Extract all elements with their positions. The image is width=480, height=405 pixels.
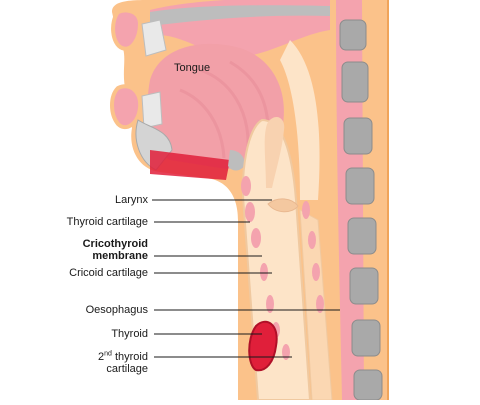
label-cricoid-cartilage: Cricoid cartilage [69,267,148,279]
upper-lip [111,8,143,51]
lower-teeth [141,91,163,129]
hyoid [228,150,245,171]
label-second-sup: nd [104,350,112,358]
label-second-rest: thyroid [114,351,148,363]
vertebrae [339,19,383,401]
label-membrane: membrane [92,250,148,262]
lower-lip [110,84,143,130]
vocal-folds [267,198,299,213]
pointer-lines [152,199,340,358]
label-second-thyroid: 2nd thyroid [20,350,148,363]
pharynx [280,40,320,200]
label-larynx: Larynx [114,194,148,206]
floor-of-mouth [150,150,230,180]
label-thyroid: Thyroid [111,328,148,340]
label-tongue: Tongue [174,62,211,74]
label-thyroid-cartilage: Thyroid cartilage [66,216,148,228]
label-cricothyroid: Cricothyroid [82,238,148,250]
upper-teeth [141,19,167,57]
epiglottis [264,116,285,188]
label-second-num: 2 [97,351,105,363]
label-oesophagus: Oesophagus [85,304,148,316]
upper-jaw-bone [150,5,330,26]
label-second-cartilage: cartilage [106,363,148,375]
